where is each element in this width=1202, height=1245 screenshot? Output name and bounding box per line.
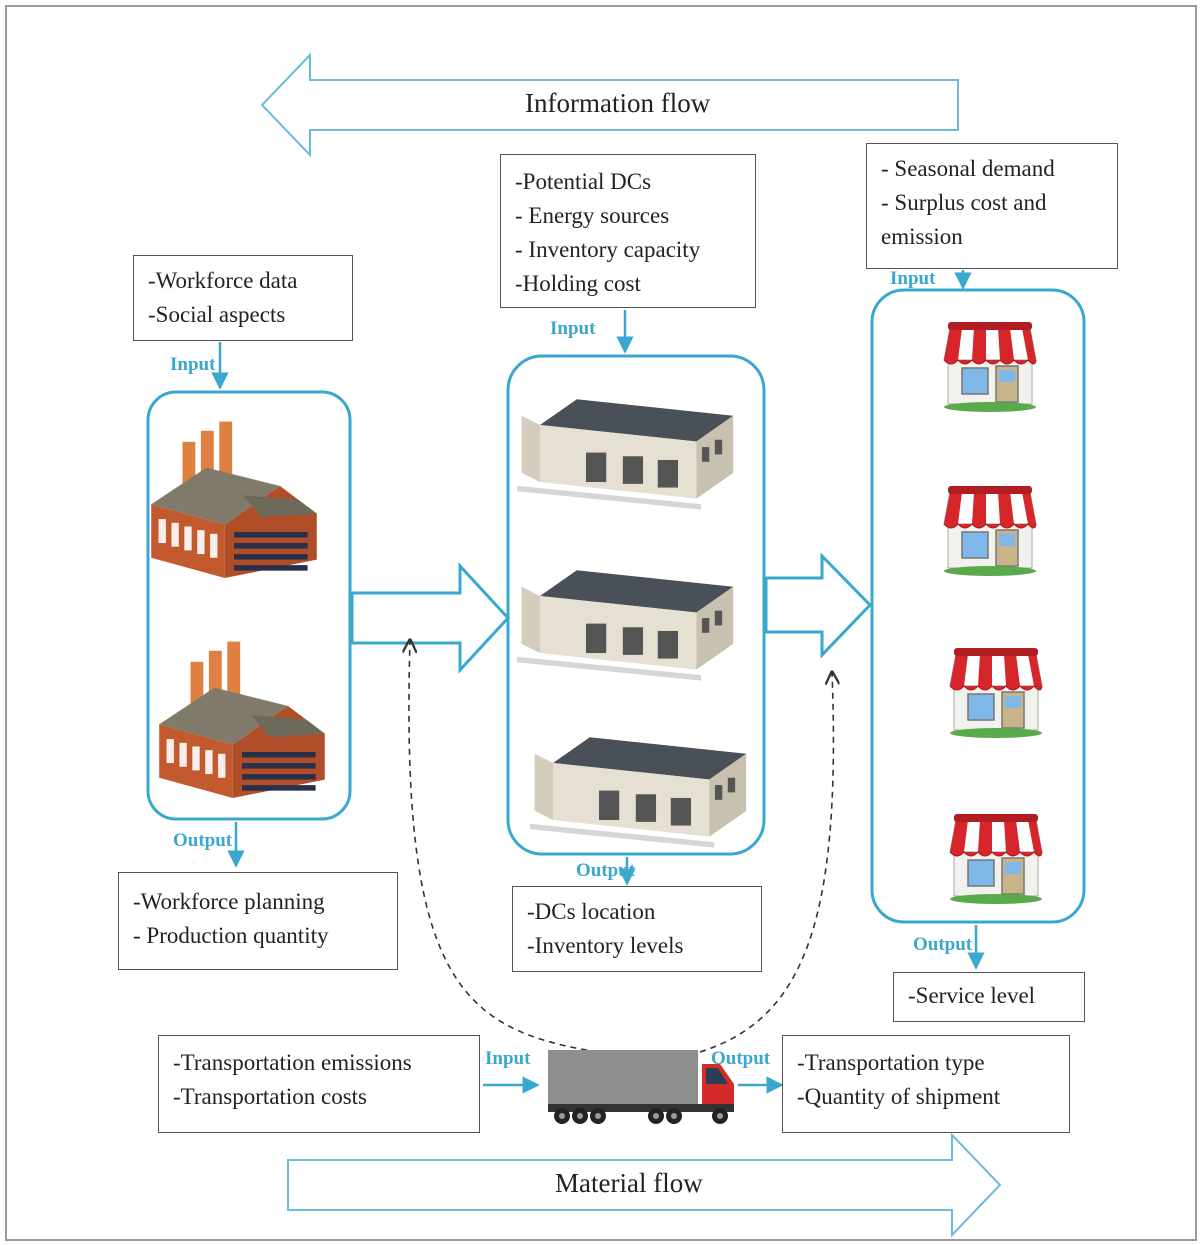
dcs-input-item: - Energy sources [515,203,670,228]
plants-output-box: -Workforce planning - Production quantit… [118,872,398,970]
plants-input-item: -Social aspects [148,302,286,327]
transport-output-item: -Quantity of shipment [797,1084,1001,1109]
dcs-output-item: -Inventory levels [527,933,684,958]
plants-output-item: -Workforce planning [133,889,325,914]
shop-icon [949,813,1043,905]
retailers-container [870,288,1086,924]
dcs-input-item: -Holding cost [515,271,641,296]
information-flow-arrow [260,52,959,158]
warehouse-icon [530,737,747,848]
dcs-output-box: -DCs location -Inventory levels [512,886,762,972]
dcs-to-retailers-arrow [764,552,873,659]
plants-output-label: Output [173,830,233,851]
retailers-input-item: - Surplus cost and [881,190,1047,215]
dcs-input-label: Input [550,318,596,339]
transport-input-item: -Transportation emissions [173,1050,412,1075]
retailers-input-item: emission [881,224,963,249]
transport-input-label: Input [485,1048,531,1069]
shop-icon [943,485,1037,577]
plants-to-dcs-arrow [350,562,511,674]
dcs-input-box: -Potential DCs - Energy sources - Invent… [500,154,756,308]
transport-input-box: -Transportation emissions -Transportatio… [158,1035,480,1133]
dcs-container [506,354,766,856]
factory-icon [151,421,317,578]
retailers-output-label: Output [913,934,973,955]
shop-icon [949,647,1043,739]
material-flow-label: Material flow [555,1168,703,1198]
plants-container [146,390,352,821]
truck-icon [548,1050,734,1124]
dcs-input-item: - Inventory capacity [515,237,701,262]
dcs-output-item: -DCs location [527,899,656,924]
truck-to-plants-dashed-arrow [409,640,599,1053]
information-flow-label: Information flow [525,88,711,118]
plants-input-box: -Workforce data -Social aspects [133,255,353,341]
retailers-input-box: - Seasonal demand - Surplus cost and emi… [866,143,1118,269]
retailers-input-label: Input [890,268,936,289]
material-flow-arrow [287,1132,1002,1238]
truck-to-dcs-dashed-arrow [699,672,833,1053]
retailers-input-item: - Seasonal demand [881,156,1055,181]
transport-output-item: -Transportation type [797,1050,985,1075]
transport-input-item: -Transportation costs [173,1084,368,1109]
warehouse-icon [517,570,734,681]
transport-output-box: -Transportation type -Quantity of shipme… [782,1035,1070,1133]
transport-output-label: Output [711,1048,771,1069]
retailers-output-box: -Service level [893,972,1085,1022]
warehouse-icon [517,399,734,510]
plants-input-label: Input [170,354,216,375]
plants-output-item: - Production quantity [133,923,329,948]
dcs-output-label: Output [576,860,636,881]
shop-icon [943,321,1037,413]
dcs-input-item: -Potential DCs [515,169,652,194]
factory-icon [159,641,325,798]
plants-input-item: -Workforce data [148,268,298,293]
retailers-output-item: -Service level [908,983,1036,1008]
